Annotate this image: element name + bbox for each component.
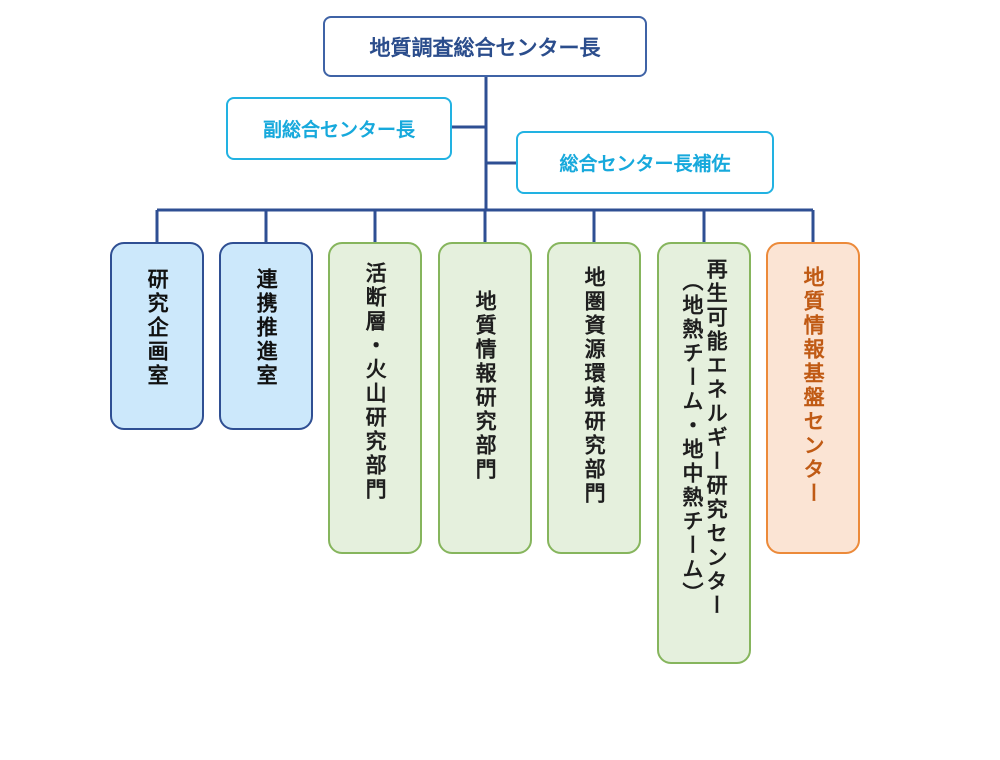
dept-georesources-environment-label: 地圏資源環境研究部門 [582,266,607,506]
director-general-label: 地質調査総合センター長 [369,35,601,60]
director-general-box: 地質調査総合センター長 [323,16,647,77]
dept-collaboration-promotion-label: 連携推進室 [254,268,279,388]
dept-geoinformation-infrastructure-center-label: 地質情報基盤センター [801,266,826,506]
dept-collaboration-promotion: 連携推進室 [219,242,313,430]
dept-geoinformation-infrastructure-center: 地質情報基盤センター [766,242,860,554]
deputy-director-box: 副総合センター長 [226,97,452,160]
dept-geoinformation-label: 地質情報研究部門 [473,290,498,482]
dept-renewable-energy-center-labels: 再生可能エネルギー研究センター （地熱チーム・地中熱チーム） [680,258,728,618]
dept-renewable-energy-center-label: 再生可能エネルギー研究センター [704,258,729,618]
dept-renewable-energy-center: 再生可能エネルギー研究センター （地熱チーム・地中熱チーム） [657,242,751,664]
dept-georesources-environment: 地圏資源環境研究部門 [547,242,641,554]
dept-renewable-energy-center-teams: （地熱チーム・地中熱チーム） [680,270,704,606]
dept-active-fault-volcano: 活断層・火山研究部門 [328,242,422,554]
deputy-director-label: 副総合センター長 [262,119,415,141]
director-assistant-box: 総合センター長補佐 [516,131,774,194]
dept-research-planning-label: 研究企画室 [145,268,170,388]
dept-research-planning: 研究企画室 [110,242,204,430]
dept-active-fault-volcano-label: 活断層・火山研究部門 [363,262,388,502]
director-assistant-label: 総合センター長補佐 [559,153,731,175]
dept-geoinformation: 地質情報研究部門 [438,242,532,554]
